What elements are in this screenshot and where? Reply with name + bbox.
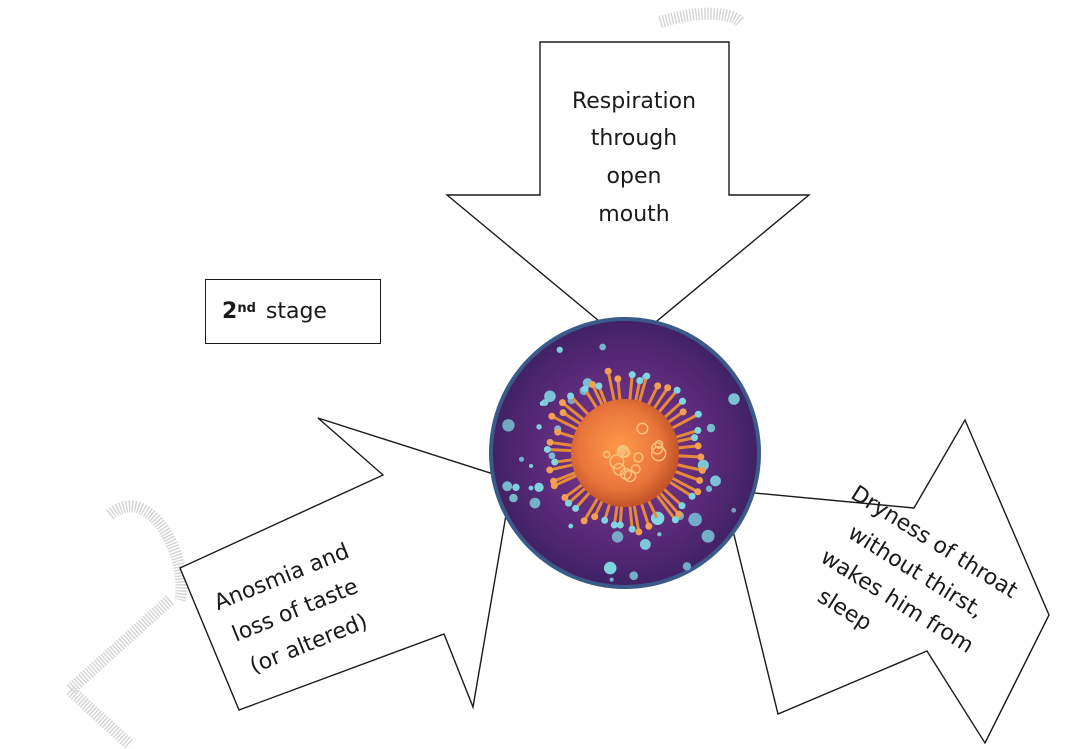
virus-particle — [530, 498, 541, 509]
virus-particle — [509, 494, 518, 503]
virus-particle — [731, 508, 736, 513]
virus-particle — [529, 464, 533, 468]
virus-spike-tip — [617, 522, 624, 529]
virus-spike-tip — [699, 467, 706, 474]
virus-particle — [604, 562, 617, 575]
virus-particle — [512, 484, 519, 491]
virus-spike-tip — [614, 375, 621, 382]
virus-spike-tip — [561, 494, 568, 501]
virus-spike-tip — [560, 409, 567, 416]
virus-spike-tip — [696, 477, 703, 484]
virus-particle — [702, 530, 715, 543]
virus-particle — [502, 419, 514, 431]
virus-spike-tip — [546, 466, 553, 473]
stage-text: stage — [266, 299, 327, 324]
virus-spike-tip — [589, 381, 596, 388]
virus-spike-tip — [611, 522, 618, 529]
virus-particle — [502, 481, 512, 491]
virus-spike-tip — [548, 413, 555, 420]
virus-particle — [610, 578, 614, 582]
virus-spike-tip — [672, 516, 679, 523]
virus-particle — [534, 483, 543, 492]
virus-particle — [568, 524, 573, 529]
virus-particle — [683, 562, 691, 570]
virus-particle — [706, 486, 712, 492]
virus-particle — [557, 347, 563, 353]
virus-spike-tip — [581, 386, 588, 393]
virus-spike-tip — [544, 446, 551, 453]
top-label-line: through — [591, 126, 677, 151]
virus-spike-tip — [629, 526, 636, 533]
virus-particle — [629, 571, 638, 580]
virus-spike-tip — [679, 502, 686, 509]
virus-spike-tip — [694, 488, 701, 495]
virus-spike-tip — [655, 517, 662, 524]
virus-spike-tip — [554, 429, 561, 436]
virus-particle — [688, 513, 702, 527]
virus-spike-tip — [691, 434, 698, 441]
virus-spike-tip — [635, 528, 642, 535]
top-label-line: Respiration — [572, 89, 696, 114]
virus-particle — [612, 531, 623, 542]
virus-particle — [599, 344, 606, 351]
virus-spike-tip — [654, 382, 661, 389]
virus-particle — [657, 532, 661, 536]
virus-spike-tip — [551, 459, 558, 466]
virus-spike-tip — [697, 454, 704, 461]
top-label-line: mouth — [598, 202, 669, 227]
virus-spike-tip — [559, 399, 566, 406]
virus-particle — [707, 424, 715, 432]
virus-spike-tip — [689, 493, 696, 500]
virus-spike-tip — [674, 387, 681, 394]
virus-spike-tip — [695, 442, 702, 449]
top-label-line: open — [607, 164, 662, 189]
virus-spike-tip — [636, 377, 643, 384]
virus-spike-tip — [695, 411, 702, 418]
virus-particle — [728, 393, 739, 404]
virus-spike-tip — [591, 513, 598, 520]
virus-spike-tip — [547, 439, 554, 446]
virus-spike-tip — [581, 517, 588, 524]
virus-particle — [536, 424, 542, 430]
arrow-down-top — [447, 42, 809, 345]
virus-spike-tip — [643, 373, 650, 380]
virus-spike-tip — [601, 517, 608, 524]
virus-spike-tip — [605, 368, 612, 375]
virus-spike-tip — [572, 505, 579, 512]
virus-particle — [519, 457, 524, 462]
virus-spike-tip — [550, 478, 557, 485]
virus-spike-tip — [680, 408, 687, 415]
virus-spike-tip — [567, 393, 574, 400]
virus-spike-tip — [664, 384, 671, 391]
virus-particle — [544, 390, 556, 402]
stage-number: 2 — [222, 299, 237, 324]
virus-particle — [529, 486, 534, 491]
virus-particle — [549, 452, 556, 459]
virus-spike-tip — [645, 523, 652, 530]
stage-suffix: nd — [237, 301, 256, 316]
virus-spike-tip — [694, 427, 701, 434]
virus-particle — [540, 401, 545, 406]
virus-particle — [710, 476, 721, 487]
virus-spike-tip — [679, 398, 686, 405]
virus-spike-tip — [629, 371, 636, 378]
coronavirus-image — [489, 317, 761, 589]
virus-spike — [677, 456, 701, 457]
virus-spike-tip — [595, 383, 602, 390]
virus-particle — [640, 539, 651, 550]
virus-spike — [547, 449, 573, 450]
